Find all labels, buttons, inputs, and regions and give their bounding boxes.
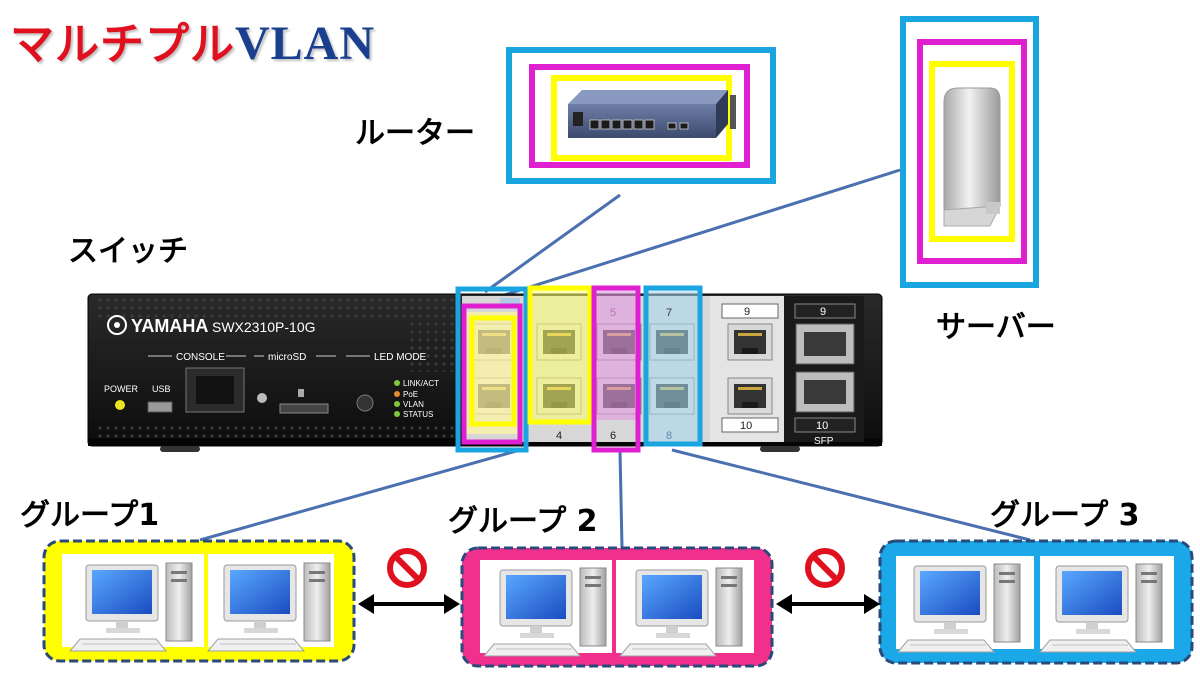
yamaha-logo: YAMAHA — [107, 315, 208, 336]
port-label-5: 5 — [610, 307, 616, 319]
console-port — [185, 367, 245, 413]
switch-port-frame-yellow — [469, 315, 517, 427]
switch-port-frame-group2 — [591, 285, 641, 453]
page-title: マルチプルVLAN — [10, 8, 375, 72]
double-arrow-icon — [358, 594, 460, 614]
group3-box — [878, 539, 1194, 665]
group2-box — [460, 546, 774, 668]
title-suffix: VLAN — [235, 17, 376, 70]
legend-link-act: LINK/ACT — [403, 379, 439, 388]
port-column-6: 5 6 — [594, 290, 642, 442]
router-frame-yellow — [551, 75, 732, 161]
connection-lines — [199, 168, 1031, 549]
port-column-4: 4 — [530, 290, 589, 442]
no-entry-icon — [387, 548, 427, 588]
console-label: CONSOLE — [176, 352, 225, 363]
switch-port-frame-magenta — [461, 303, 523, 445]
switch-label: スイッチ — [68, 234, 188, 269]
port-label-7: 7 — [666, 307, 672, 319]
port-label-4: 4 — [556, 430, 562, 442]
microsd-label: microSD — [268, 352, 306, 363]
line-port-group3 — [671, 448, 1031, 542]
switch-model: SWX2310P-10G — [212, 319, 316, 335]
sd-led — [257, 393, 267, 403]
server-label: サーバー — [936, 310, 1056, 345]
power-label: POWER — [104, 384, 139, 394]
line-port-group1 — [199, 448, 521, 542]
switch-device: YAMAHA SWX2310P-10G CONSOLE microSD LED … — [87, 285, 883, 453]
usb-label: USB — [152, 384, 171, 394]
sfp-ports: 9 10 SFP — [794, 303, 856, 447]
group1-box — [42, 539, 356, 663]
sd-slot — [279, 403, 329, 414]
server-frame-yellow — [929, 61, 1015, 242]
sfp-label: SFP — [814, 436, 834, 447]
server-frame-cyan — [900, 16, 1039, 288]
switch-brand: YAMAHA — [131, 316, 208, 336]
sd-icon — [298, 389, 304, 397]
usb-port — [147, 401, 173, 413]
router-icon — [568, 90, 736, 138]
no-entry-icon — [805, 548, 845, 588]
line-router-switch — [484, 193, 621, 294]
legend-status: STATUS — [403, 410, 433, 419]
led-mode-button — [356, 394, 374, 412]
router-block — [506, 47, 776, 184]
legend-poe: PoE — [403, 390, 418, 399]
title-prefix: マルチプル — [10, 19, 235, 70]
port-column-8: 7 8 — [646, 290, 700, 442]
router-label: ルーター — [355, 116, 475, 151]
led-mode-label: LED MODE — [374, 352, 427, 363]
sfp-label-9: 9 — [820, 306, 826, 318]
group3-label: グループ 3 — [990, 498, 1140, 533]
server-icon — [943, 87, 1001, 227]
port-label-10: 10 — [740, 420, 752, 432]
line-port-group2 — [618, 449, 624, 549]
sfp-label-10: 10 — [816, 420, 828, 432]
switch-port-frame-cyan — [455, 286, 529, 453]
legend-vlan: VLAN — [403, 400, 424, 409]
switch-port-frame-group3 — [643, 285, 703, 447]
power-led — [115, 400, 125, 410]
line-server-switch — [494, 168, 901, 300]
group2-label: グループ 2 — [448, 504, 598, 539]
port-column-9-10: 9 10 — [721, 303, 779, 433]
group1-label: グループ1 — [20, 498, 160, 533]
port-label-6: 6 — [610, 430, 616, 442]
switch-port-frame-group1 — [527, 285, 593, 425]
double-arrow-icon — [776, 594, 880, 614]
server-frame-magenta — [917, 39, 1027, 264]
router-frame-cyan — [506, 47, 776, 184]
led-legend: LINK/ACT PoE VLAN STATUS — [394, 379, 439, 419]
port-label-9: 9 — [744, 306, 750, 318]
server-block — [900, 16, 1039, 288]
port-label-8: 8 — [666, 430, 672, 442]
router-frame-magenta — [529, 64, 750, 168]
